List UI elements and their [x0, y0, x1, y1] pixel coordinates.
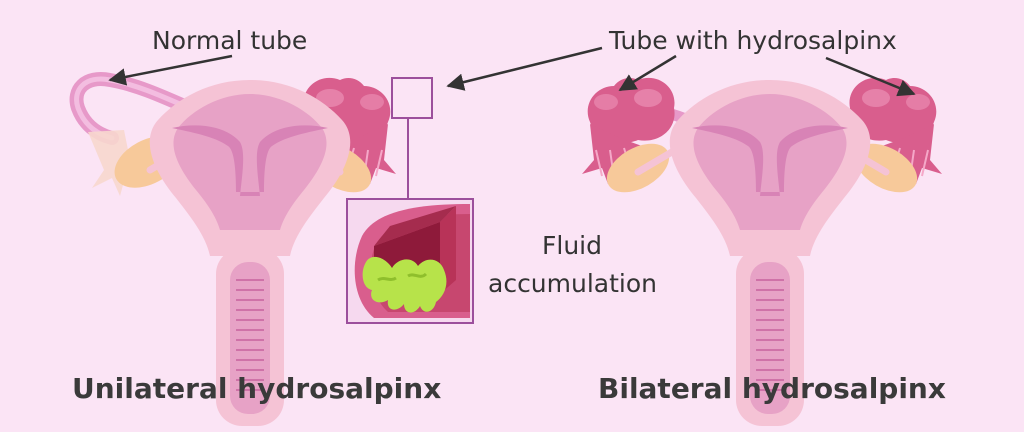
- unilateral-caption: Unilateral hydrosalpinx: [72, 372, 442, 405]
- normal-tube-arrow: [108, 54, 233, 86]
- tube-with-hydrosalpinx-label: Tube with hydrosalpinx: [609, 26, 897, 55]
- hydrosalpinx-arrow-right-figure-left: [618, 54, 677, 92]
- hydrosalpinx-arrow-left-figure: [446, 46, 603, 91]
- hydrosalpinx-arrow-right-figure-right: [825, 56, 916, 97]
- bilateral-caption: Bilateral hydrosalpinx: [598, 372, 946, 405]
- fluid-blob: [362, 256, 447, 313]
- fluid-label-line1: Fluid: [542, 231, 602, 260]
- fluid-label-line2: accumulation: [488, 269, 658, 298]
- fluid-inset: [346, 198, 474, 324]
- right-left-dilated-tube: [582, 78, 683, 202]
- normal-tube-label: Normal tube: [152, 26, 308, 55]
- zoom-region-box: [391, 77, 433, 119]
